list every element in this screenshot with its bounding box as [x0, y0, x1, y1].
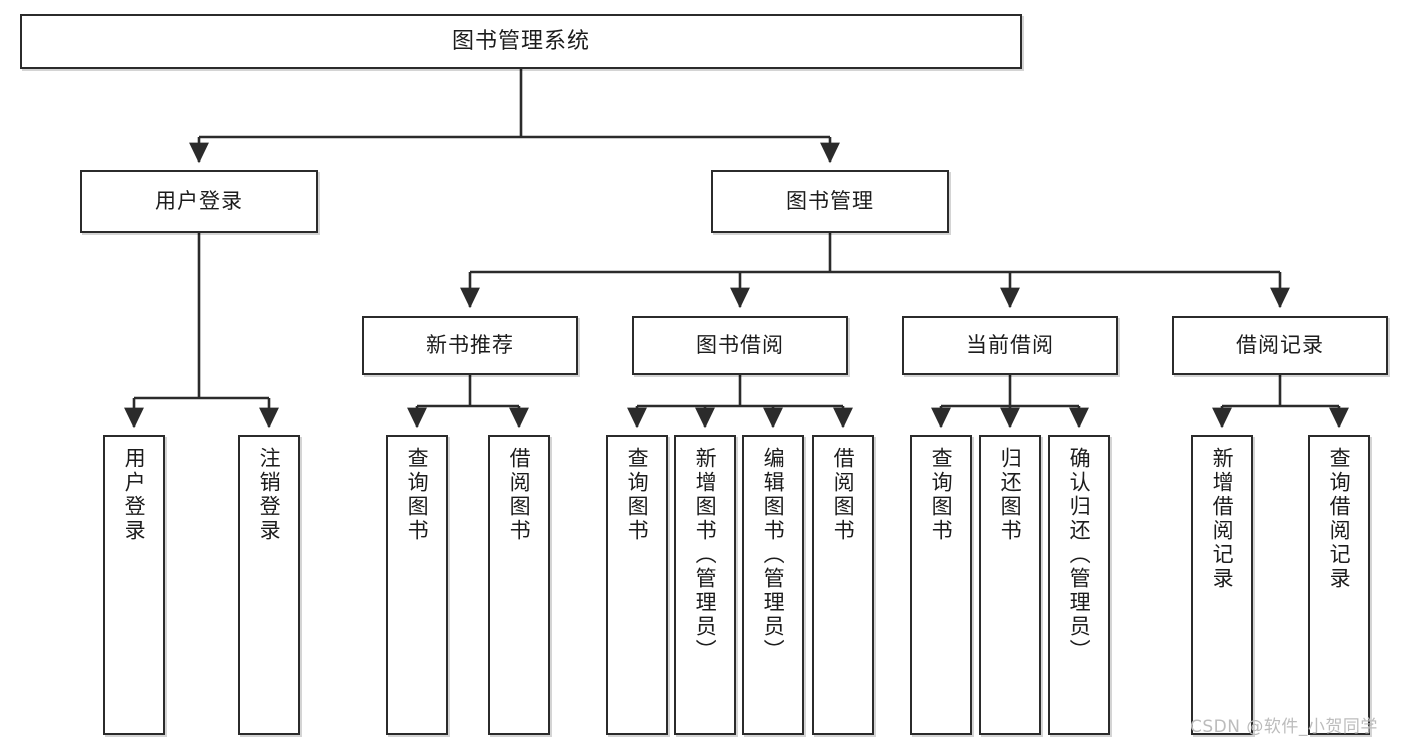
node-leaf-query-book-2[interactable]: 查询图书 — [606, 435, 668, 735]
node-book-management[interactable]: 图书管理 — [711, 170, 949, 233]
node-borrow-record[interactable]: 借阅记录 — [1172, 316, 1388, 375]
node-current-borrow-label: 当前借阅 — [966, 333, 1054, 358]
node-user-login-label: 用户登录 — [155, 189, 243, 214]
node-leaf-query-book-1[interactable]: 查询图书 — [386, 435, 448, 735]
node-leaf-query-book-3-label: 查询图书 — [929, 447, 954, 543]
node-leaf-query-record[interactable]: 查询借阅记录 — [1308, 435, 1370, 735]
node-new-book-recommend-label: 新书推荐 — [426, 333, 514, 358]
node-leaf-edit-book[interactable]: 编辑图书（管理员） — [742, 435, 804, 735]
node-leaf-user-login-label: 用户登录 — [122, 447, 147, 543]
node-leaf-query-book-3[interactable]: 查询图书 — [910, 435, 972, 735]
node-leaf-add-book-label: 新增图书（管理员） — [693, 447, 718, 663]
node-book-management-label: 图书管理 — [786, 189, 874, 214]
node-leaf-user-logout-label: 注销登录 — [257, 447, 282, 543]
node-leaf-confirm-return[interactable]: 确认归还（管理员） — [1048, 435, 1110, 735]
node-leaf-borrow-book-1[interactable]: 借阅图书 — [488, 435, 550, 735]
node-leaf-return-book-label: 归还图书 — [998, 447, 1023, 543]
node-book-borrow[interactable]: 图书借阅 — [632, 316, 848, 375]
node-leaf-query-record-label: 查询借阅记录 — [1327, 447, 1352, 591]
node-leaf-confirm-return-label: 确认归还（管理员） — [1067, 447, 1092, 663]
node-leaf-user-logout[interactable]: 注销登录 — [238, 435, 300, 735]
node-leaf-query-book-2-label: 查询图书 — [625, 447, 650, 543]
node-leaf-add-book[interactable]: 新增图书（管理员） — [674, 435, 736, 735]
node-leaf-return-book[interactable]: 归还图书 — [979, 435, 1041, 735]
node-user-login[interactable]: 用户登录 — [80, 170, 318, 233]
node-leaf-add-record[interactable]: 新增借阅记录 — [1191, 435, 1253, 735]
csdn-watermark: CSDN @软件_小贺同学 — [1190, 717, 1378, 737]
node-leaf-borrow-book-2[interactable]: 借阅图书 — [812, 435, 874, 735]
node-root-label: 图书管理系统 — [451, 28, 590, 54]
node-borrow-record-label: 借阅记录 — [1236, 333, 1324, 358]
node-leaf-edit-book-label: 编辑图书（管理员） — [761, 447, 786, 663]
node-leaf-borrow-book-1-label: 借阅图书 — [507, 447, 532, 543]
node-leaf-query-book-1-label: 查询图书 — [405, 447, 430, 543]
node-book-borrow-label: 图书借阅 — [696, 333, 784, 358]
node-leaf-add-record-label: 新增借阅记录 — [1210, 447, 1235, 591]
node-current-borrow[interactable]: 当前借阅 — [902, 316, 1118, 375]
node-root[interactable]: 图书管理系统 — [20, 14, 1022, 69]
node-leaf-user-login[interactable]: 用户登录 — [103, 435, 165, 735]
node-new-book-recommend[interactable]: 新书推荐 — [362, 316, 578, 375]
node-leaf-borrow-book-2-label: 借阅图书 — [831, 447, 856, 543]
